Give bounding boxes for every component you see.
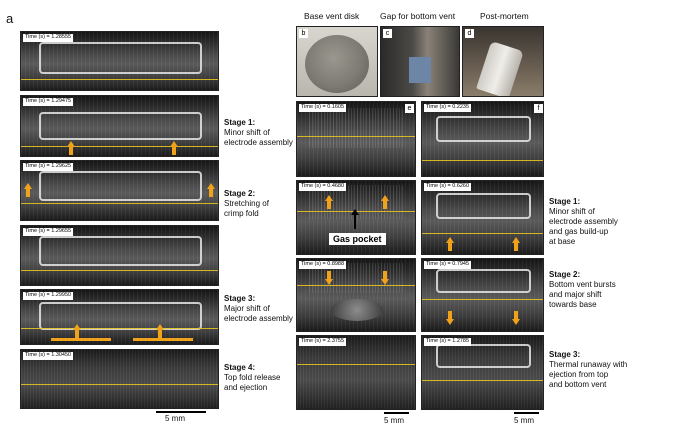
up-arrow-icon <box>67 141 75 155</box>
time-label: Time (s) = 1.28555 <box>23 34 74 42</box>
panel-e-frame-4: Time (s) = 2.3755 <box>296 335 416 410</box>
gas-pocket-label: Gas pocket <box>329 233 386 245</box>
panel-a-stage-3: Stage 3: Major shift of electrode assemb… <box>224 294 293 323</box>
panel-e-scale-bar <box>384 412 409 414</box>
time-label: Time (s) = 0.7945 <box>424 261 472 269</box>
panel-e-frame-2: Gas pocket Time (s) = 0.4680 <box>296 180 416 255</box>
panel-f-letter: f <box>534 104 543 113</box>
time-label: Time (s) = 1.29475 <box>23 98 74 106</box>
guide-line <box>422 160 543 161</box>
electrode-assembly <box>39 236 202 266</box>
time-label: Time (s) = 0.2235 <box>424 104 472 112</box>
up-arrow-icon <box>381 195 389 209</box>
panel-f-scale-label: 5 mm <box>514 416 534 425</box>
panel-a-letter: a <box>6 11 14 26</box>
guide-line <box>21 270 218 271</box>
up-arrow-icon <box>325 195 333 209</box>
guide-line <box>422 233 543 234</box>
up-arrow-icon <box>207 183 215 197</box>
time-label: Time (s) = 1.29625 <box>23 163 74 171</box>
electrode-assembly <box>436 116 531 142</box>
guide-line <box>297 364 415 365</box>
panel-e-letter: e <box>405 104 414 113</box>
photo-d-title: Post-mortem <box>480 11 529 21</box>
panel-a-frame-6: Time (s) = 1.30450 <box>20 349 219 409</box>
guide-line <box>21 79 218 80</box>
down-arrow-icon <box>325 271 333 285</box>
guide-line <box>422 299 543 300</box>
up-arrow-icon <box>73 324 81 338</box>
panel-a-scale-bar <box>156 411 206 413</box>
time-label: Time (s) = 0.4680 <box>299 183 347 191</box>
down-arrow-icon <box>381 271 389 285</box>
panel-a-stage-1: Stage 1: Minor shift of electrode assemb… <box>224 118 293 147</box>
photo-d: d <box>462 26 544 97</box>
gas-bubble <box>331 299 383 321</box>
panel-f-stage-1: Stage 1: Minor shift of electrode assemb… <box>549 197 618 246</box>
time-label: Time (s) = 0.6260 <box>424 183 472 191</box>
photo-b-title: Base vent disk <box>304 11 360 21</box>
photo-b-letter: b <box>299 29 308 38</box>
pointer-arrow-icon <box>351 209 359 215</box>
panel-f-stage-2: Stage 2: Bottom vent bursts and major sh… <box>549 270 616 309</box>
up-arrow-icon <box>156 324 164 338</box>
time-label: Time (s) = 1.29950 <box>23 292 74 300</box>
guide-line <box>297 136 415 137</box>
electrode-assembly <box>436 193 531 219</box>
up-arrow-icon <box>446 237 454 251</box>
guide-line <box>21 146 218 147</box>
guide-line <box>21 328 218 329</box>
vent-gap <box>409 57 431 83</box>
photo-d-letter: d <box>465 29 474 38</box>
panel-a-stage-2: Stage 2: Stretching of crimp fold <box>224 189 269 218</box>
panel-f-stage-3: Stage 3: Thermal runaway with ejection f… <box>549 350 628 389</box>
panel-f-frame-2: Time (s) = 0.6260 <box>421 180 544 255</box>
up-arrow-icon <box>24 183 32 197</box>
electrode-assembly <box>39 171 202 201</box>
vent-disk <box>305 35 369 93</box>
time-label: Time (s) = 1.30450 <box>23 352 74 360</box>
guide-line <box>422 380 543 381</box>
time-label: Time (s) = 2.3755 <box>299 338 347 346</box>
panel-f-frame-1: Time (s) = 0.2235 f <box>421 101 544 177</box>
panel-f-frame-3: Time (s) = 0.7945 <box>421 258 544 332</box>
photo-c-title: Gap for bottom vent <box>380 11 456 21</box>
up-arrow-icon <box>170 141 178 155</box>
panel-a-frame-1: Time (s) = 1.28555 <box>20 31 219 91</box>
down-arrow-icon <box>512 311 520 325</box>
guide-line <box>21 203 218 204</box>
photo-c: c <box>380 26 460 97</box>
panel-a-scale-label: 5 mm <box>165 414 185 423</box>
electrode-assembly <box>39 112 202 140</box>
panel-a-frame-3: Time (s) = 1.29625 <box>20 160 219 221</box>
electrode-assembly <box>436 269 531 293</box>
time-label: Time (s) = 1.2785 <box>424 338 472 346</box>
electrode-assembly <box>436 344 531 368</box>
panel-f-frame-4: Time (s) = 1.2785 <box>421 335 544 410</box>
time-label: Time (s) = 0.1605 <box>299 104 347 112</box>
electrode-stack <box>309 108 405 148</box>
up-arrow-icon <box>512 237 520 251</box>
panel-a-stage-4: Stage 4: Top fold release and ejection <box>224 363 281 392</box>
guide-line <box>297 285 415 286</box>
photo-c-letter: c <box>383 29 392 38</box>
spent-cell <box>476 40 524 96</box>
time-label: Time (s) = 1.29655 <box>23 228 74 236</box>
pointer-line <box>354 215 356 229</box>
panel-f-scale-bar <box>514 412 539 414</box>
panel-e-scale-label: 5 mm <box>384 416 404 425</box>
shift-marker <box>133 338 193 341</box>
guide-line <box>21 384 218 385</box>
electrode-assembly <box>39 42 202 74</box>
photo-b: b <box>296 26 378 97</box>
down-arrow-icon <box>446 311 454 325</box>
panel-a-frame-2: Time (s) = 1.29475 <box>20 95 219 157</box>
time-label: Time (s) = 0.8988 <box>299 261 347 269</box>
panel-a-frame-5: Time (s) = 1.29950 <box>20 289 219 345</box>
panel-a-frame-4: Time (s) = 1.29655 <box>20 225 219 286</box>
shift-marker <box>51 338 111 341</box>
electrode-assembly <box>39 302 202 330</box>
panel-e-frame-3: Time (s) = 0.8988 <box>296 258 416 332</box>
panel-e-frame-1: Time (s) = 0.1605 e <box>296 101 416 177</box>
